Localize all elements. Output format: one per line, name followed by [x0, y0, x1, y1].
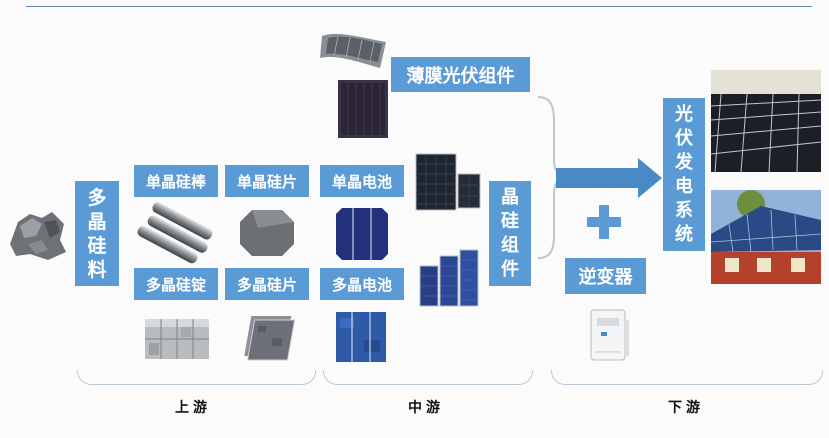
upstream-brace	[77, 370, 316, 385]
multi-module-image	[419, 249, 479, 307]
thin-film-flexible-image	[320, 33, 386, 68]
poly-silicon-material-box: 多晶硅料	[75, 181, 119, 286]
inverter-box: 逆变器	[565, 258, 646, 294]
pv-system-label: 光伏发电系统	[675, 103, 693, 245]
mono-ingot-image	[137, 202, 213, 264]
thin-film-panel-image	[338, 80, 388, 138]
mono-wafer-image	[240, 210, 294, 256]
thin-film-module-box: 薄膜光伏组件	[391, 57, 530, 92]
mono-module-image	[415, 153, 481, 211]
multi-cell-label: 多晶电池	[331, 275, 392, 294]
flow-arrow	[556, 158, 662, 198]
midstream-brace	[323, 370, 533, 385]
multi-wafer-box: 多晶硅片	[225, 268, 309, 300]
multi-wafer-label: 多晶硅片	[236, 275, 297, 294]
midstream-label: 中游	[408, 400, 444, 416]
pv-system-box: 光伏发电系统	[663, 98, 705, 251]
mono-ingot-label: 单晶硅棒	[145, 172, 206, 191]
poly-silicon-material-label: 多晶硅料	[87, 186, 107, 281]
mono-wafer-box: 单晶硅片	[225, 165, 309, 197]
solar-farm-image	[710, 70, 822, 173]
inverter-label: 逆变器	[578, 267, 633, 288]
multi-ingot-image	[145, 319, 209, 359]
multi-wafer-image	[244, 316, 296, 361]
multi-cell-image	[336, 312, 386, 362]
crystalline-module-box: 晶硅组件	[489, 181, 531, 286]
crystalline-module-label: 晶硅组件	[501, 186, 519, 280]
mono-ingot-box: 单晶硅棒	[134, 165, 218, 197]
downstream-label: 下游	[668, 400, 704, 416]
raw-silicon-image	[10, 212, 66, 260]
thin-film-module-label: 薄膜光伏组件	[406, 65, 515, 87]
header-rule	[26, 6, 812, 7]
upstream-label: 上游	[175, 400, 211, 416]
mono-cell-label: 单晶电池	[331, 172, 392, 191]
inverter-image	[590, 309, 629, 361]
plus-icon	[587, 205, 621, 239]
multi-ingot-box: 多晶硅锭	[134, 268, 218, 300]
mono-cell-image	[336, 208, 388, 260]
mono-wafer-label: 单晶硅片	[236, 172, 297, 191]
multi-cell-box: 多晶电池	[320, 268, 404, 300]
downstream-brace	[551, 370, 823, 385]
mono-cell-box: 单晶电池	[320, 165, 404, 197]
rooftop-solar-image	[710, 190, 822, 284]
multi-ingot-label: 多晶硅锭	[145, 275, 206, 294]
